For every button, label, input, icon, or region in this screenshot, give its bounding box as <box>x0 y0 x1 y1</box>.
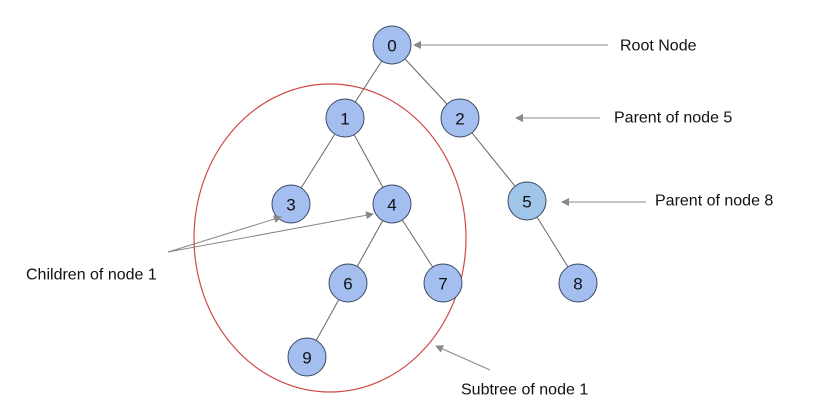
edge-4-6 <box>356 220 384 267</box>
tree-node-8: 8 <box>558 263 598 303</box>
node-circle-6 <box>328 263 368 303</box>
parent-of-node-8-label: Parent of node 8 <box>655 193 773 210</box>
children1-arrow-to-4 <box>167 211 374 253</box>
node-circle-7 <box>423 263 463 303</box>
edge-4-7 <box>401 219 434 268</box>
subtree-outline <box>193 83 467 393</box>
children-of-node-1-label: Children of node 1 <box>26 267 157 284</box>
edge-6-9 <box>315 299 340 341</box>
node-label-2: 2 <box>455 110 464 129</box>
tree-node-4: 4 <box>372 184 412 224</box>
tree-node-7: 7 <box>423 263 463 303</box>
node-label-8: 8 <box>573 275 582 294</box>
node-label-9: 9 <box>302 349 311 368</box>
subtree-of-node-1-label: Subtree of node 1 <box>461 382 588 399</box>
subtree1-arrow <box>435 345 491 371</box>
node-label-5: 5 <box>522 193 531 212</box>
node-label-3: 3 <box>286 196 295 215</box>
tree-node-1: 1 <box>325 98 365 138</box>
tree-node-2: 2 <box>440 98 480 138</box>
parent-of-node-5-label: Parent of node 5 <box>614 110 732 127</box>
node-label-6: 6 <box>343 275 352 294</box>
tree-edges <box>300 58 569 341</box>
node-circle-5 <box>507 181 547 221</box>
node-circle-3 <box>271 184 311 224</box>
children1-arrow-to-3 <box>167 215 282 253</box>
node-circle-0 <box>372 25 412 65</box>
tree-node-0: 0 <box>372 25 412 65</box>
edge-1-4 <box>353 134 384 188</box>
edge-1-3 <box>300 133 336 189</box>
edge-0-1 <box>354 60 383 103</box>
tree-node-3: 3 <box>271 184 311 224</box>
annotation-arrows <box>167 41 646 371</box>
node-label-0: 0 <box>387 37 396 56</box>
tree-nodes: 0 1 2 3 4 5 6 7 8 9 <box>271 25 598 377</box>
tree-node-9: 9 <box>287 337 327 377</box>
node-circle-8 <box>558 263 598 303</box>
edge-0-2 <box>404 58 448 105</box>
node-circle-1 <box>325 98 365 138</box>
root-node-label: Root Node <box>620 38 697 55</box>
node-circle-2 <box>440 98 480 138</box>
node-circle-4 <box>372 184 412 224</box>
edge-2-5 <box>471 132 516 187</box>
node-label-1: 1 <box>340 110 349 129</box>
tree-node-5: 5 <box>507 181 547 221</box>
node-circle-9 <box>287 337 327 377</box>
edge-5-8 <box>536 216 569 268</box>
node-label-7: 7 <box>438 275 447 294</box>
tree-node-6: 6 <box>328 263 368 303</box>
node-label-4: 4 <box>387 196 396 215</box>
